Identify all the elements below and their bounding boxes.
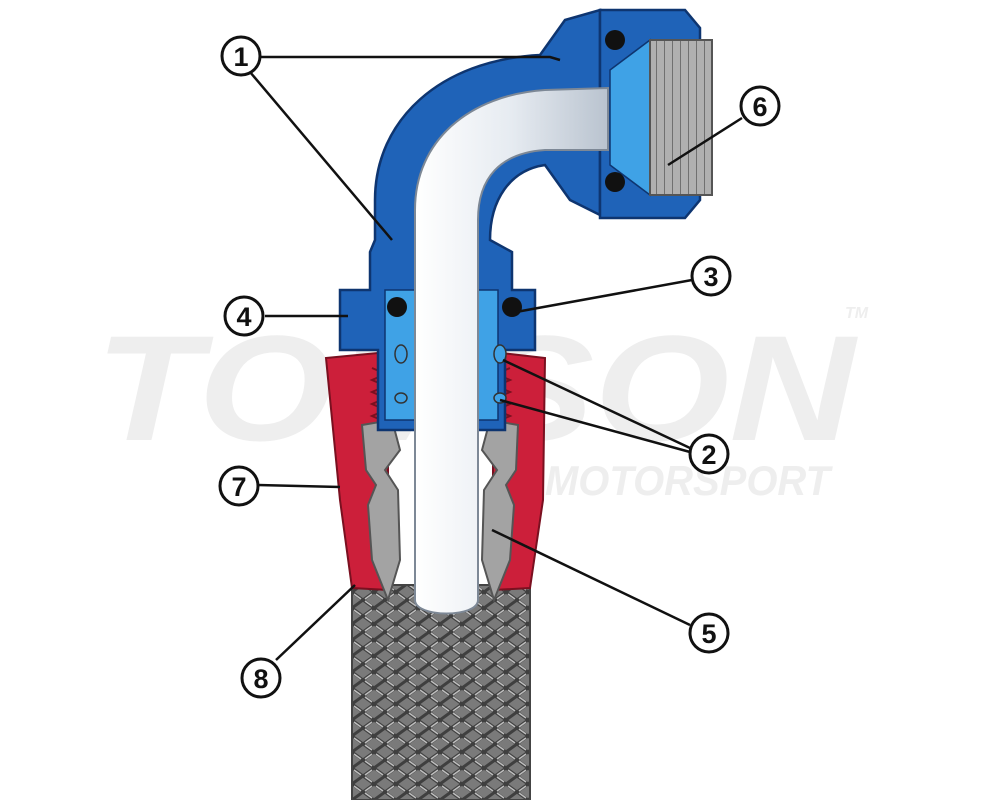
braided-hose: [351, 584, 531, 800]
leader-1-a: [258, 55, 561, 62]
leader-2-a: [502, 358, 691, 450]
callout-3-label: 3: [703, 262, 718, 292]
callout-3: 3: [690, 255, 732, 297]
leader-6: [667, 116, 743, 167]
leader-3: [515, 278, 693, 314]
leader-lines: [249, 55, 743, 661]
seal-left-lower: [394, 392, 408, 404]
watermark-sub: MOTORSPORT: [545, 457, 833, 504]
leader-1-b: [249, 71, 393, 241]
o-ring-bottom: [605, 172, 625, 192]
insert-right: [480, 418, 520, 604]
callout-6: 6: [739, 85, 781, 127]
seal-right-upper: [493, 344, 507, 364]
leader-2-b: [499, 398, 691, 454]
callout-4-label: 4: [236, 302, 251, 332]
callout-7: 7: [218, 465, 260, 507]
callout-6-label: 6: [752, 92, 767, 122]
seal-left-upper: [394, 344, 408, 364]
female-threads: [649, 39, 713, 196]
callout-7-label: 7: [231, 472, 246, 502]
watermark-tm: TM: [845, 305, 869, 322]
callout-5: 5: [688, 612, 730, 654]
o-ring-top: [605, 30, 625, 50]
callout-2-label: 2: [701, 440, 716, 470]
callout-8-label: 8: [253, 664, 268, 694]
leader-7: [257, 483, 341, 489]
callout-5-label: 5: [701, 619, 716, 649]
callout-1-label: 1: [233, 42, 248, 72]
callout-4: 4: [223, 295, 265, 337]
callout-8: 8: [240, 657, 282, 699]
callout-2: 2: [688, 433, 730, 475]
o-ring-right: [502, 297, 522, 317]
o-ring-left: [387, 297, 407, 317]
leader-8: [275, 584, 356, 661]
callout-1: 1: [220, 35, 262, 77]
leader-5: [491, 528, 691, 627]
inner-tube: [414, 86, 609, 615]
insert-left: [360, 418, 402, 604]
